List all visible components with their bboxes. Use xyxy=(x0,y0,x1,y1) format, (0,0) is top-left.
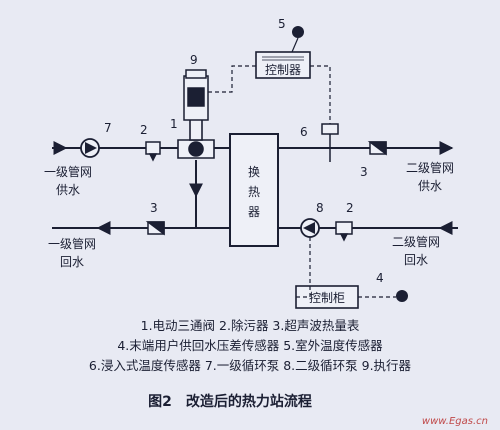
primary-return-label-2: 回水 xyxy=(60,255,84,269)
legend-line-1: 1.电动三通阀 2.除污器 3.超声波热量表 xyxy=(141,318,360,333)
heat-exchanger-box xyxy=(229,133,279,247)
dirt-separator-top xyxy=(145,141,161,162)
legend-line-2: 4.末端用户供回水压差传感器 5.室外温度传感器 xyxy=(117,338,383,353)
secondary-supply-label-2: 供水 xyxy=(418,179,442,193)
watermark: www.Egas.cn xyxy=(422,416,488,427)
controller-box xyxy=(255,51,311,79)
controller-vents xyxy=(262,56,304,61)
label-9: 9 xyxy=(190,53,198,67)
label-6: 6 xyxy=(300,125,308,139)
heat-meter-secondary xyxy=(367,141,387,156)
immersion-temperature-sensor xyxy=(321,123,339,162)
heat-exchanger-label-1: 换 xyxy=(248,165,260,179)
label-8: 8 xyxy=(316,201,324,215)
heat-exchanger-label-3: 器 xyxy=(248,205,260,219)
secondary-circulation-pump xyxy=(300,218,320,238)
primary-supply-label-1: 一级管网 xyxy=(44,164,92,179)
label-3-top: 3 xyxy=(360,165,368,179)
control-cabinet-label: 控制柜 xyxy=(309,291,345,305)
primary-return-label-1: 一级管网 xyxy=(48,236,96,251)
secondary-return-label-1: 二级管网 xyxy=(392,234,440,249)
label-5: 5 xyxy=(278,17,286,31)
pressure-differential-sensor xyxy=(396,290,408,302)
secondary-supply-label-1: 二级管网 xyxy=(406,160,454,175)
actuator xyxy=(183,69,209,121)
label-4: 4 xyxy=(376,271,384,285)
three-way-valve xyxy=(177,117,215,159)
label-2-bottom: 2 xyxy=(346,201,354,215)
figure-caption: 图2 改造后的热力站流程 xyxy=(148,393,312,410)
primary-circulation-pump xyxy=(80,138,100,158)
outdoor-sensor-lead xyxy=(291,37,299,53)
heat-meter-primary xyxy=(145,221,165,236)
label-1: 1 xyxy=(170,117,178,131)
primary-supply-label-2: 供水 xyxy=(56,183,80,197)
signal-lines xyxy=(208,65,396,298)
controller-label: 控制器 xyxy=(265,63,301,77)
label-2-top: 2 xyxy=(140,123,148,137)
outdoor-temperature-sensor xyxy=(292,26,304,38)
label-3-bottom: 3 xyxy=(150,201,158,215)
legend-line-3: 6.浸入式温度传感器 7.一级循环泵 8.二级循环泵 9.执行器 xyxy=(89,358,412,373)
dirt-separator-bottom xyxy=(335,221,353,242)
label-7: 7 xyxy=(104,121,112,135)
heat-exchanger-label-2: 热 xyxy=(248,185,260,199)
secondary-return-label-2: 回水 xyxy=(404,253,428,267)
